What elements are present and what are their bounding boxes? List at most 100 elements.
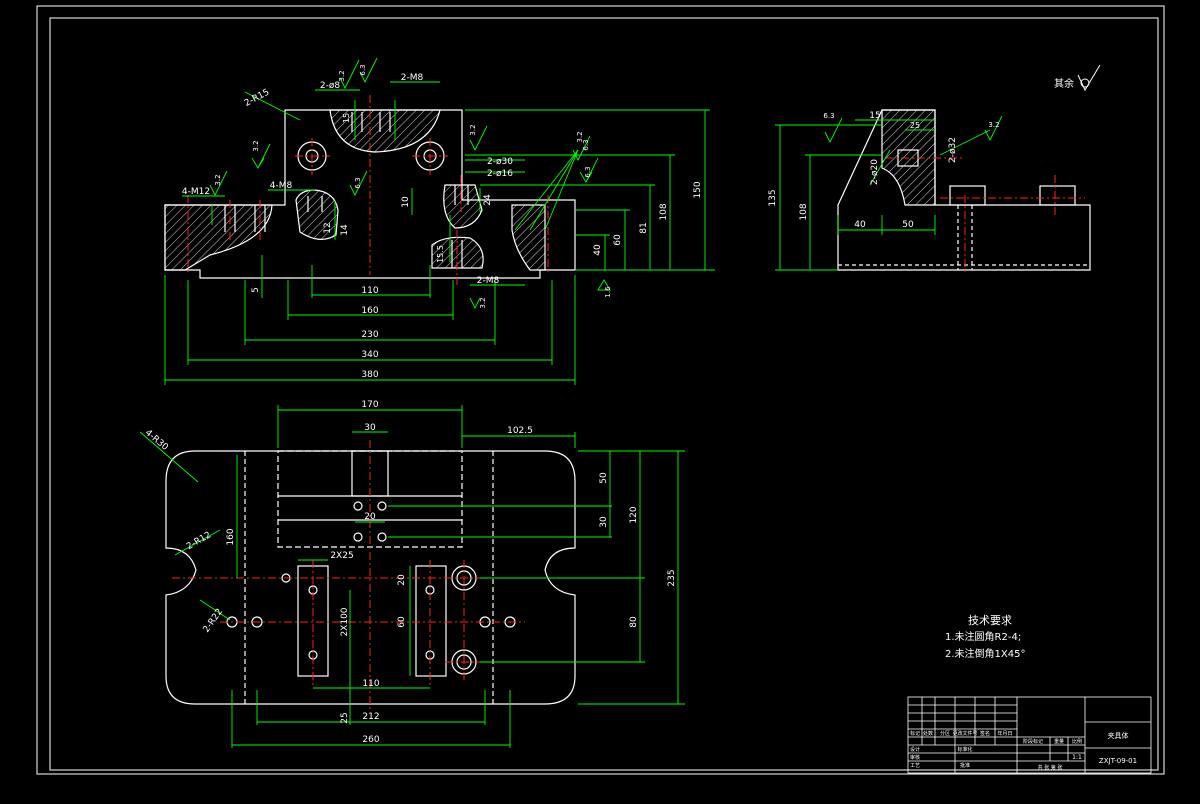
outer-frame (36, 5, 1165, 775)
front-roughness-r11: 3.2 (576, 131, 584, 142)
front-roughness-r2: 6.3 (359, 64, 367, 75)
label-top_view-dims-d160: 160 (226, 528, 236, 545)
label-top_view-dims-d60: 60 (397, 616, 407, 628)
front-dim-lines (164, 81, 715, 385)
label-side_view-dims-d15: 15 (869, 111, 880, 121)
front-roughness-symbols (209, 57, 611, 310)
side-roughness-r1: 6.3 (823, 112, 834, 120)
title-block (907, 696, 1152, 774)
label-front_view-dims-d10: 10 (401, 196, 411, 208)
front-roughness-r9: 6.3 (584, 166, 592, 177)
tech-item-1: 1.未注圆角R2-4; (945, 630, 1021, 643)
label-front_view-dims-d155: 15.5 (436, 245, 445, 263)
note-phi16: 2-ø16 (487, 169, 513, 179)
other-roughness-symbol (1077, 64, 1101, 92)
inner-frame (49, 17, 1159, 771)
section-bottom-boss (431, 236, 484, 269)
title-cell: 阶段标记 (1023, 738, 1043, 745)
label-side_view-dims-d50: 50 (902, 220, 914, 230)
other-roughness-label: 其余 (1054, 77, 1074, 90)
label-top_view-dims-d20: 20 (364, 512, 376, 522)
title-cell: 审核 (910, 754, 920, 761)
front-roughness-r8: 3.2 (479, 297, 487, 308)
label-side_view-dims-d108: 108 (799, 203, 809, 220)
slot-right (415, 565, 447, 677)
title-cell: 分区 (940, 730, 950, 737)
side-view (837, 109, 1091, 271)
label-top_view-dims-d212: 212 (362, 712, 379, 722)
label-top_view-dims-d50: 50 (599, 472, 609, 484)
side-centerlines (885, 157, 1085, 275)
note-m12: 4-M12 (182, 187, 210, 197)
title-cell: 更改文件号 (952, 730, 977, 737)
front-roughness-r3: 3.2 (252, 140, 260, 151)
section-left (164, 204, 273, 271)
label-front_view-dims-d24: 24 (483, 194, 493, 206)
title-scale: 1:1 (1072, 754, 1082, 761)
label-front_view-dims-d14: 14 (340, 224, 350, 236)
note-m8-left: 4-M8 (270, 181, 293, 191)
title-cell: 标记 (910, 730, 920, 737)
tech-requirements: 技术要求 1.未注圆角R2-4; 2.未注倒角1X45° (945, 614, 1025, 660)
section-top (329, 109, 441, 153)
title-cell: 年月日 (997, 730, 1012, 737)
label-top_view-dims-d25: 25 (340, 712, 350, 723)
label-front_view-dims-d110: 110 (361, 286, 378, 296)
side-dim-lines (775, 115, 1003, 271)
title-cell: 重量 (1054, 738, 1064, 745)
title-cell: 比例 (1072, 738, 1082, 745)
title-cell: 共 张 第 张 (1038, 764, 1063, 771)
note-phi8: 2-ø8 (320, 81, 340, 91)
front-roughness-r4: 3.2 (469, 124, 477, 135)
label-front_view-dims-d150: 150 (693, 181, 703, 198)
label-top_view-dims-d110: 110 (362, 679, 379, 689)
front-roughness-r5: 6.3 (582, 139, 590, 150)
front-roughness-r10: 1.6 (604, 286, 612, 298)
title-drawing-name: 夹具体 (1108, 731, 1129, 740)
label-top_view-dims-d260: 260 (362, 735, 379, 745)
title-cell: 批准 (960, 762, 970, 769)
label-front_view-dims-d230: 230 (361, 330, 378, 340)
label-front_view-dims-d340: 340 (361, 350, 378, 360)
note-r22: 2-R22 (202, 607, 225, 635)
note-side-phi20: 2-ø20 (870, 159, 880, 185)
note-phi30: 2-ø30 (487, 157, 513, 167)
top-dim-lines (139, 405, 685, 748)
section-right (511, 204, 546, 271)
side-roughness-r2: 3.2 (988, 121, 999, 129)
label-front_view-dims-d160: 160 (361, 306, 378, 316)
label-top_view-dims-d235: 235 (667, 569, 677, 586)
front-roughness-r6: 3.2 (214, 174, 222, 185)
label-top_view-dims-d120: 120 (629, 506, 639, 523)
tech-item-2: 2.未注倒角1X45° (945, 647, 1025, 660)
label-top_view-dims-d170: 170 (361, 400, 378, 410)
label-top_view-dims-d30r: 30 (599, 516, 609, 528)
title-cell: 设计 (910, 746, 920, 753)
title-cell: 签名 (980, 730, 990, 737)
label-top_view-dims-d30: 30 (364, 423, 376, 433)
label-top_view-dims-d2x100: 2X100 (340, 607, 350, 636)
front-roughness-r1: 3.2 (338, 70, 346, 81)
label-front_view-dims-d40: 40 (593, 244, 603, 256)
title-drawing-number: ZXJT-09-01 (1099, 757, 1137, 765)
label-top_view-dims-d80: 80 (629, 616, 639, 628)
top-view-outline (165, 450, 576, 705)
label-side_view-dims-d25: 25 (910, 121, 920, 130)
top-centerlines (172, 440, 568, 712)
label-top_view-dims-d1025: 102.5 (507, 426, 533, 436)
title-cell: 标准化 (957, 746, 972, 753)
note-m8-bottom: 2-M8 (477, 276, 500, 286)
note-r12: 2-R12 (185, 530, 213, 552)
note-side-phi32: 2-ø32 (948, 137, 958, 163)
tech-title: 技术要求 (968, 614, 1012, 627)
section-right-boss (443, 184, 483, 229)
note-r15: 2-R15 (243, 88, 271, 109)
note-r30: 4-R30 (143, 428, 170, 453)
title-cell: 工艺 (910, 763, 920, 769)
label-top_view-dims-d20b: 20 (397, 574, 407, 586)
side-view-outline (837, 109, 1091, 271)
label-side_view-dims-d40: 40 (854, 220, 866, 230)
